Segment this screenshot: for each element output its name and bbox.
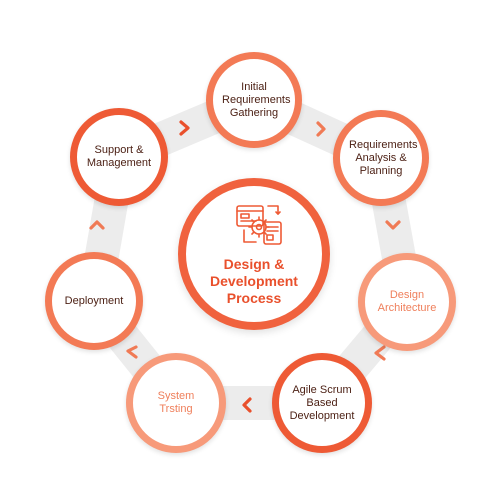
chevron-arrow-icon: [374, 345, 386, 361]
step-label: Deployment: [64, 294, 124, 307]
process-gears-icon: [236, 205, 282, 245]
step-support-management: Support & Management: [70, 108, 168, 206]
chevron-arrow-icon: [126, 345, 138, 359]
step-requirements-analysis: Requirements Analysis & Planning: [333, 110, 429, 206]
center-hub: Design & Development Process: [178, 178, 330, 330]
chevron-arrow-icon: [179, 120, 190, 136]
step-label: Support & Management: [86, 144, 152, 169]
step-label: Agile Scrum Based Development: [289, 383, 355, 422]
step-label: System Trsting: [157, 390, 195, 415]
step-design-architecture: Design Architecture: [358, 253, 456, 351]
step-deployment: Deployment: [45, 252, 143, 350]
step-label: Design Architecture: [377, 289, 437, 314]
chevron-arrow-icon: [242, 397, 252, 413]
chevron-arrow-icon: [89, 220, 105, 230]
step-system-testing: System Trsting: [126, 353, 226, 453]
step-initial-requirements: Initial Requirements Gathering: [206, 52, 302, 148]
step-label: Requirements Analysis & Planning: [349, 138, 418, 177]
chevron-arrow-icon: [316, 121, 326, 137]
chevron-arrow-icon: [385, 220, 401, 230]
center-title: Design & Development Process: [210, 256, 298, 306]
step-agile-development: Agile Scrum Based Development: [272, 353, 372, 453]
step-label: Initial Requirements Gathering: [222, 80, 291, 119]
